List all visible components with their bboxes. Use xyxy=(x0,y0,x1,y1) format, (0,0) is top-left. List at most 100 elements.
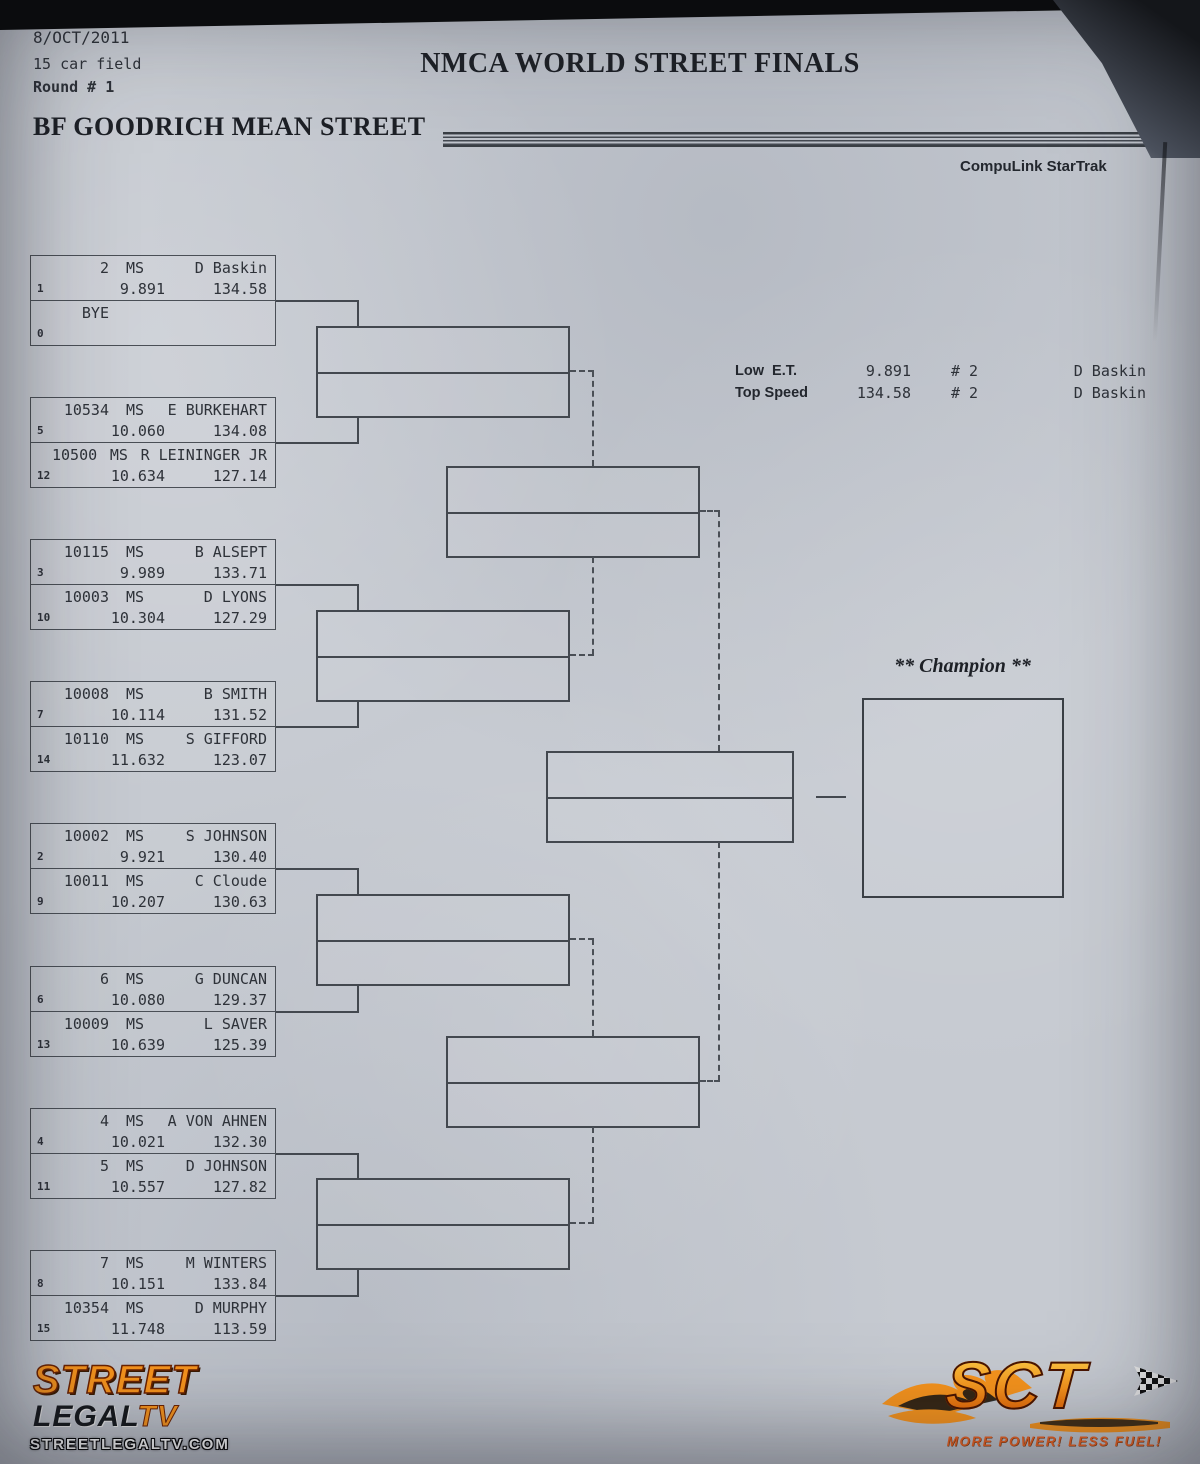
class-code: MS xyxy=(125,259,145,277)
low-et-label: Low E.T. xyxy=(735,363,798,379)
car-number: 10110 xyxy=(63,730,109,748)
top-speed-row: Top Speed 134.58 # 2 D Baskin xyxy=(735,382,1146,404)
bracket-entry: 10110 MS S GIFFORD 14 11.632 123.07 xyxy=(30,726,276,772)
car-number: 10008 xyxy=(63,685,109,703)
class-code: MS xyxy=(125,827,145,845)
trap-speed: 134.58 xyxy=(212,280,267,298)
bracket-entry: 4 MS A VON AHNEN 4 10.021 132.30 xyxy=(30,1108,276,1154)
trap-speed: 129.37 xyxy=(212,991,267,1009)
champion-box xyxy=(862,698,1064,898)
slot-divider xyxy=(317,940,569,942)
low-et-value: 9.891 xyxy=(865,362,911,380)
entry-line-1: 10009 MS L SAVER xyxy=(37,1014,267,1035)
round1-pair-3: 10115 MS B ALSEPT 3 9.989 133.71 10003 M… xyxy=(30,539,276,630)
bracket-entry: 10354 MS D MURPHY 15 11.748 113.59 xyxy=(30,1295,276,1341)
bracket-connector xyxy=(357,701,359,728)
driver-name: G DUNCAN xyxy=(194,970,267,988)
top-speed-value: 134.58 xyxy=(856,384,911,402)
car-number: 10002 xyxy=(63,827,109,845)
streetlegaltv-logo-tv: TV xyxy=(137,1400,178,1433)
entry-line-1: 5 MS D JOHNSON xyxy=(37,1156,267,1177)
streetlegaltv-logo-street: STREET xyxy=(32,1358,197,1402)
trap-speed: 127.14 xyxy=(212,467,267,485)
ladder-position: 7 xyxy=(37,708,44,721)
trap-speed: 127.29 xyxy=(212,609,267,627)
driver-name: L SAVER xyxy=(203,1015,267,1033)
trap-speed: 133.84 xyxy=(212,1275,267,1293)
bracket-connector-dashed xyxy=(592,371,594,466)
event-title: NMCA WORLD STREET FINALS xyxy=(420,48,860,79)
elapsed-time: 10.639 xyxy=(110,1036,165,1054)
entry-line-2: 0 xyxy=(37,324,267,345)
entry-line-2: 2 9.921 130.40 xyxy=(37,847,267,868)
bracket-connector-dashed xyxy=(700,510,720,512)
elapsed-time xyxy=(63,324,189,345)
round1-pair-8: 7 MS M WINTERS 8 10.151 133.84 10354 MS … xyxy=(30,1250,276,1341)
ladder-position: 8 xyxy=(37,1277,44,1290)
driver-name: A VON AHNEN xyxy=(167,1112,267,1130)
streetlegaltv-logo-legal: LEGAL xyxy=(33,1400,138,1433)
bracket-entry: 2 MS D Baskin 1 9.891 134.58 xyxy=(30,255,276,301)
round1-pair-7: 4 MS A VON AHNEN 4 10.021 132.30 5 MS D … xyxy=(30,1108,276,1199)
bracket-entry: BYE 0 xyxy=(30,300,276,346)
entry-line-2: 9 10.207 130.63 xyxy=(37,892,267,913)
ladder-position: 11 xyxy=(37,1180,51,1193)
slot-divider xyxy=(447,512,699,514)
round1-pair-2: 10534 MS E BURKEHART 5 10.060 134.08 105… xyxy=(30,397,276,488)
bracket-connector xyxy=(357,417,359,444)
round2-box-3 xyxy=(316,894,570,986)
bracket-entry: 10009 MS L SAVER 13 10.639 125.39 xyxy=(30,1011,276,1057)
class-title-rule xyxy=(443,132,1155,147)
ladder-position: 12 xyxy=(37,469,51,482)
entry-line-2: 11 10.557 127.82 xyxy=(37,1177,267,1198)
bracket-entry: 6 MS G DUNCAN 6 10.080 129.37 xyxy=(30,966,276,1012)
event-date: 8/OCT/2011 xyxy=(33,28,130,47)
elapsed-time: 10.114 xyxy=(110,706,165,724)
champion-label: ** Champion ** xyxy=(894,655,1031,677)
entry-line-2: 4 10.021 132.30 xyxy=(37,1132,267,1153)
round2-box-4 xyxy=(316,1178,570,1270)
entry-line-2: 5 10.060 134.08 xyxy=(37,421,267,442)
streetlegaltv-url: STREETLEGALTV.COM xyxy=(30,1436,230,1453)
entry-line-1: 10003 MS D LYONS xyxy=(37,587,267,608)
bracket-connector xyxy=(357,300,359,328)
car-number: 10003 xyxy=(63,588,109,606)
low-et-row: Low E.T. 9.891 # 2 D Baskin xyxy=(735,360,1146,382)
top-speed-car: # 2 xyxy=(950,384,979,402)
bracket-connector-dashed xyxy=(592,557,594,655)
driver-name: M WINTERS xyxy=(185,1254,267,1272)
bracket-connector xyxy=(276,584,358,586)
bracket-entry: 10115 MS B ALSEPT 3 9.989 133.71 xyxy=(30,539,276,585)
car-number: 4 xyxy=(99,1112,109,1130)
elapsed-time: 10.151 xyxy=(110,1275,165,1293)
class-code: MS xyxy=(125,970,145,988)
car-number: 2 xyxy=(99,259,109,277)
ladder-position: 4 xyxy=(37,1135,44,1148)
bracket-connector xyxy=(816,796,846,798)
driver-name: E BURKEHART xyxy=(167,401,267,419)
entry-line-2: 14 11.632 123.07 xyxy=(37,750,267,771)
ladder-position: 14 xyxy=(37,753,51,766)
final-box xyxy=(546,751,794,843)
class-code: MS xyxy=(125,1112,145,1130)
ladder-position: 13 xyxy=(37,1038,51,1051)
bracket-connector-dashed xyxy=(718,511,720,751)
car-number: 7 xyxy=(99,1254,109,1272)
trap-speed: 131.52 xyxy=(212,706,267,724)
sct-logo: SCT xyxy=(880,1347,1180,1457)
class-title: BF GOODRICH MEAN STREET xyxy=(33,112,426,141)
entry-line-1: 6 MS G DUNCAN xyxy=(37,969,267,990)
trap-speed: 130.40 xyxy=(212,848,267,866)
bracket-connector-dashed xyxy=(700,1080,720,1082)
car-number: 10115 xyxy=(63,543,109,561)
field-size: 15 car field xyxy=(33,55,142,73)
class-code: MS xyxy=(125,685,145,703)
bracket-connector-dashed xyxy=(570,1222,594,1224)
elapsed-time: 10.060 xyxy=(110,422,165,440)
entry-line-2: 1 9.891 134.58 xyxy=(37,279,267,300)
bracket-connector xyxy=(357,1153,359,1180)
bracket-connector xyxy=(276,300,358,302)
class-code: MS xyxy=(125,1015,145,1033)
trap-speed: 133.71 xyxy=(212,564,267,582)
entry-line-2: 3 9.989 133.71 xyxy=(37,563,267,584)
